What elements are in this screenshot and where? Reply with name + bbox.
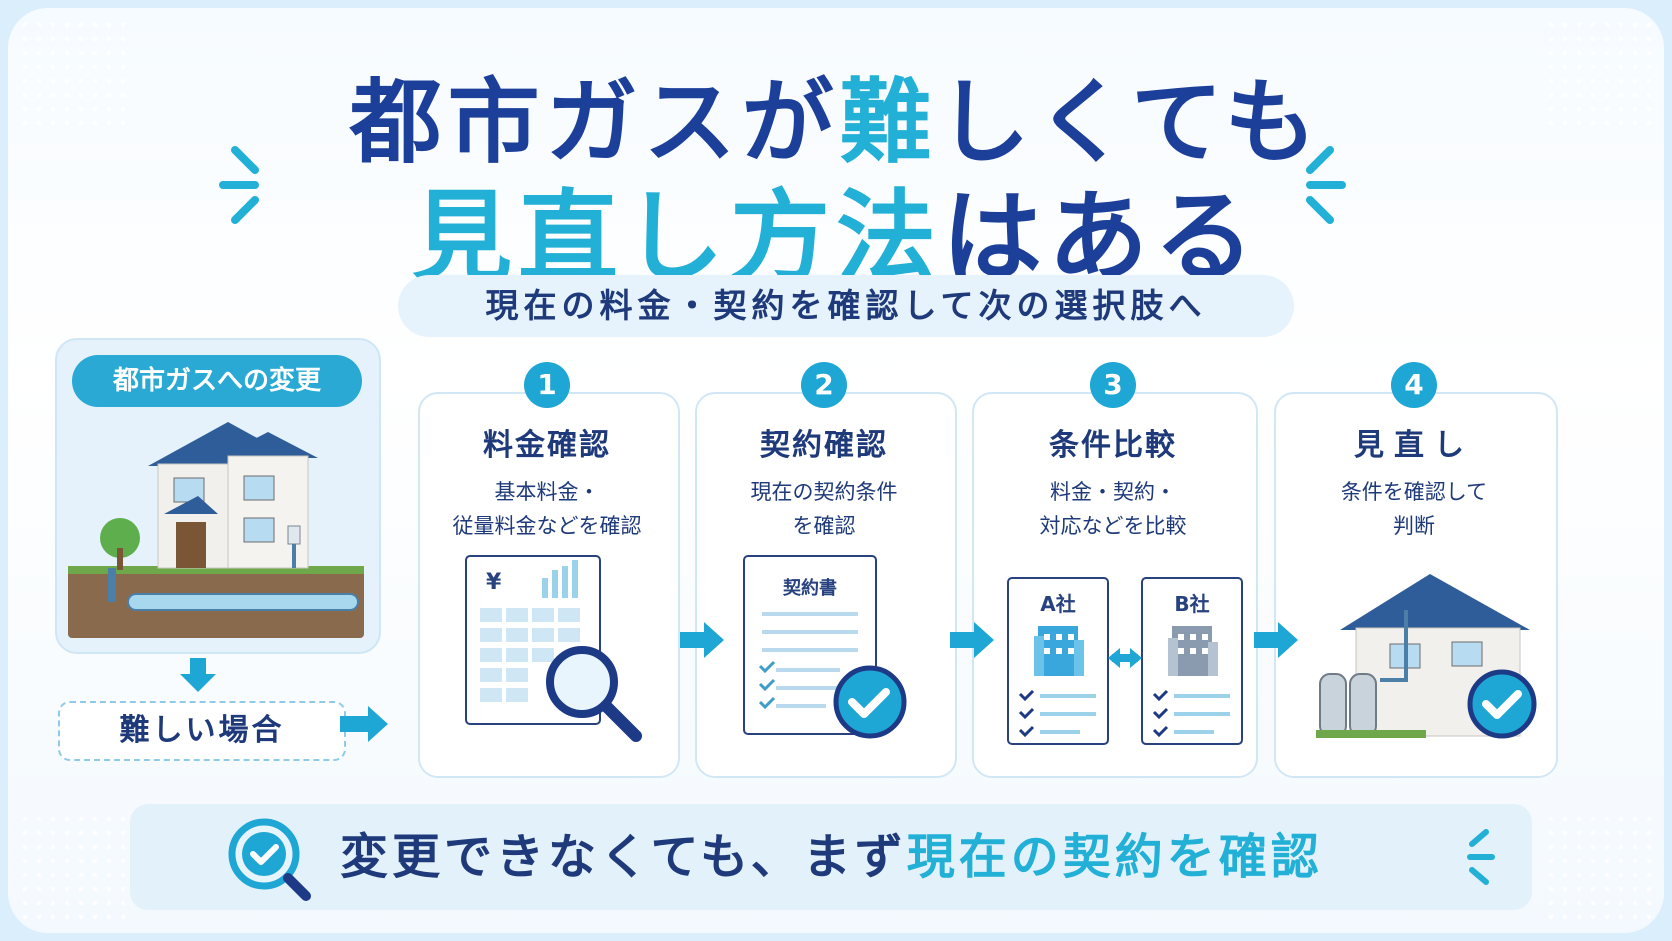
- step-description-line: 従量料金などを確認: [452, 514, 642, 538]
- decorative-dots: [1544, 18, 1654, 128]
- right-arrow-icon: [1254, 622, 1298, 658]
- bottom-message: 変更できなくても、まず現在の契約を確認: [340, 822, 1480, 892]
- step-number-badge: 3: [1090, 362, 1136, 408]
- right-arrow-icon: [950, 622, 994, 658]
- bottom-message-highlight: 現在の契約を確認: [906, 829, 1323, 885]
- step-description-line: 対応などを比較: [1039, 514, 1187, 538]
- step-description-line: 基本料金・: [494, 480, 600, 504]
- bottom-message-text: 変更できなくても、まず: [340, 829, 907, 885]
- city-gas-change-tag: 都市ガスへの変更: [72, 355, 362, 407]
- contract-document-icon: [743, 555, 907, 739]
- step-title: 見直し: [1354, 428, 1474, 463]
- headline-highlight: 難: [839, 69, 938, 176]
- step-title: 契約確認: [760, 428, 888, 463]
- difficult-case-label: 難しい場合: [58, 701, 346, 761]
- step-description: 条件を確認して 判断: [1274, 475, 1554, 543]
- company-b-label: B社: [1174, 592, 1210, 616]
- right-arrow-icon: [340, 706, 388, 742]
- check-magnifier-icon: [228, 818, 311, 901]
- house-with-gas-cylinders-icon: [1316, 574, 1537, 739]
- sparkle-icon: [219, 146, 259, 224]
- step-number-badge: 1: [524, 362, 570, 408]
- step-description: 基本料金・ 従量料金などを確認: [418, 475, 676, 543]
- headline-text: しくても: [937, 69, 1323, 176]
- step-number-badge: 2: [801, 362, 847, 408]
- headline-line1: 都市ガスが難しくても: [0, 48, 1672, 181]
- step-description-line: 条件を確認して: [1340, 480, 1488, 504]
- step-description-line: 料金・契約・: [1050, 480, 1176, 504]
- company-comparison-icon: [1007, 577, 1243, 745]
- sparkle-icon: [1306, 146, 1346, 224]
- decorative-dots: [1544, 812, 1654, 922]
- sparkle-icon: [1467, 829, 1495, 885]
- decorative-dots: [18, 18, 128, 128]
- down-arrow-icon: [180, 658, 216, 692]
- step-title: 料金確認: [483, 428, 611, 463]
- company-a-label: A社: [1040, 592, 1076, 616]
- step-description-line: 現在の契約条件: [750, 480, 898, 504]
- right-arrow-icon: [680, 622, 724, 658]
- step-number-badge: 4: [1391, 362, 1437, 408]
- subtitle: 現在の料金・契約を確認して次の選択肢へ: [398, 275, 1294, 337]
- step-description-line: 判断: [1393, 514, 1435, 538]
- headline-text: 都市ガスが: [349, 69, 840, 176]
- step-description-line: を確認: [792, 514, 856, 538]
- house-with-pipe-icon: [68, 422, 364, 638]
- fee-sheet-magnifier-icon: [465, 555, 642, 742]
- step-description: 現在の契約条件 を確認: [695, 475, 953, 543]
- step-description: 料金・契約・ 対応などを比較: [972, 475, 1254, 543]
- step-title: 条件比較: [1049, 428, 1177, 463]
- decorative-dots: [18, 812, 128, 922]
- bottom-message-bar: [130, 804, 1532, 910]
- yen-symbol: ¥: [486, 570, 502, 595]
- contract-doc-label: 契約書: [783, 578, 837, 599]
